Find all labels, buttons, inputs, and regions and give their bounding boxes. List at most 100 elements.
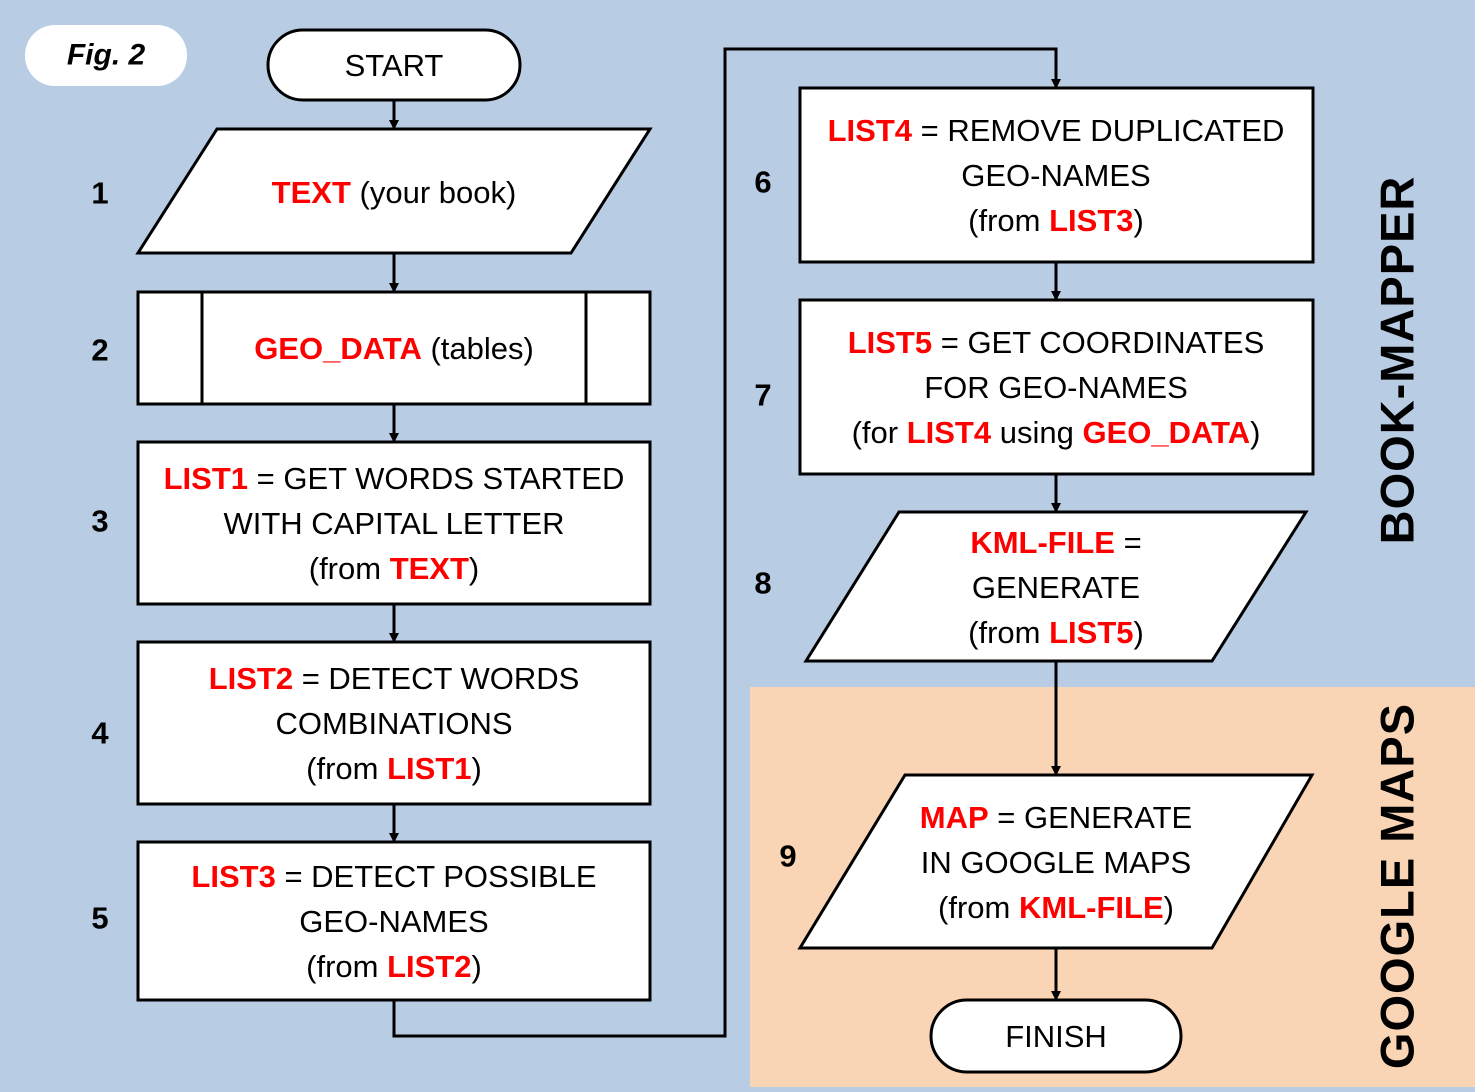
label-text: COMBINATIONS: [275, 706, 512, 741]
node-step3: LIST1 = GET WORDS STARTED WITH CAPITAL LE…: [91, 440, 652, 606]
step3-process-shape: [136, 440, 652, 606]
highlighted-term: LIST2: [387, 949, 471, 984]
step6-process-shape: [798, 86, 1315, 264]
step-number-6: 6: [754, 165, 771, 200]
step-number-5: 5: [91, 901, 108, 936]
step-number-9: 9: [779, 839, 796, 874]
label-text: ): [1250, 415, 1260, 450]
label-text: ): [1134, 615, 1144, 650]
highlighted-term: LIST5: [1049, 615, 1133, 650]
step5-label-line-3: (from LIST2): [306, 949, 482, 984]
label-text: START: [345, 48, 444, 83]
label-text: = GENERATE: [989, 800, 1193, 835]
step-number-2: 2: [91, 333, 108, 368]
label-text: (from: [306, 949, 387, 984]
step-number-7: 7: [754, 378, 771, 413]
step-number-4: 4: [91, 716, 109, 751]
node-step4: LIST2 = DETECT WORDS COMBINATIONS (from LI…: [91, 640, 652, 806]
label-text: = DETECT POSSIBLE: [276, 859, 597, 894]
label-text: (from: [309, 551, 390, 586]
step9-label-line-2: IN GOOGLE MAPS: [921, 845, 1191, 880]
step5-label-line-2: GEO-NAMES: [299, 904, 488, 939]
label-text: GEO-NAMES: [961, 158, 1150, 193]
step2-process-shape: [136, 290, 652, 406]
step6-label-line-1: LIST4 = REMOVE DUPLICATED: [828, 113, 1285, 148]
step5-process-shape: [136, 840, 652, 1002]
step9-label-line-1: MAP = GENERATE: [920, 800, 1192, 835]
step4-label-line-3: (from LIST1): [306, 751, 482, 786]
node-finish: FINISH: [929, 998, 1183, 1074]
step1-io-shape: [135, 127, 653, 255]
step4-process-shape: [136, 640, 652, 806]
label-text: (from: [306, 751, 387, 786]
highlighted-term: MAP: [920, 800, 989, 835]
finish-terminal-shape: [929, 998, 1183, 1074]
node-step6: LIST4 = REMOVE DUPLICATED GEO-NAMES (from …: [754, 86, 1315, 264]
step8-io-shape: [803, 510, 1309, 663]
label-text: IN GOOGLE MAPS: [921, 845, 1191, 880]
step7-label-line-3: (for LIST4 using GEO_DATA): [852, 415, 1261, 450]
label-text: (tables): [422, 331, 534, 366]
label-text: GEO-NAMES: [299, 904, 488, 939]
node-step8: KML-FILE = GENERATE (from LIST5) 8: [754, 510, 1309, 663]
step-number-1: 1: [91, 176, 108, 211]
book-mapper-label: BOOK-MAPPER: [1371, 176, 1424, 545]
finish-label-line-1: FINISH: [1005, 1019, 1107, 1054]
step4-label-line-1: LIST2 = DETECT WORDS: [209, 661, 580, 696]
label-text: (from: [938, 890, 1019, 925]
node-step7: LIST5 = GET COORDINATES FOR GEO-NAMES (for…: [754, 298, 1315, 476]
figure-label: Fig. 2: [67, 39, 146, 72]
highlighted-term: LIST4: [907, 415, 992, 450]
start-label-line-1: START: [345, 48, 444, 83]
step8-label-line-1: KML-FILE =: [970, 525, 1141, 560]
step4-label-line-2: COMBINATIONS: [275, 706, 512, 741]
google-maps-label: GOOGLE MAPS: [1371, 703, 1424, 1069]
label-text: ): [472, 949, 482, 984]
highlighted-term: LIST2: [209, 661, 293, 696]
flow-connectors: [389, 47, 1061, 1038]
node-step2: GEO_DATA (tables) 2: [91, 290, 652, 406]
label-text: ): [1134, 203, 1144, 238]
step3-label-line-3: (from TEXT): [309, 551, 480, 586]
label-text: (from: [968, 203, 1049, 238]
label-text: FOR GEO-NAMES: [924, 370, 1188, 405]
highlighted-term: KML-FILE: [970, 525, 1115, 560]
step5-label-line-1: LIST3 = DETECT POSSIBLE: [191, 859, 596, 894]
step7-label-line-1: LIST5 = GET COORDINATES: [848, 325, 1265, 360]
label-text: ): [1164, 890, 1174, 925]
label-text: = GET COORDINATES: [932, 325, 1264, 360]
node-start: START: [266, 28, 522, 102]
step6-label-line-2: GEO-NAMES: [961, 158, 1150, 193]
highlighted-term: LIST3: [1049, 203, 1133, 238]
step-number-3: 3: [91, 504, 108, 539]
node-step1: TEXT (your book) 1: [91, 127, 653, 255]
step3-label-line-1: LIST1 = GET WORDS STARTED: [164, 461, 625, 496]
connector-step5-to-step6: [392, 47, 1061, 1038]
highlighted-term: TEXT: [272, 175, 351, 210]
label-text: WITH CAPITAL LETTER: [223, 506, 564, 541]
step2-label-line-1: GEO_DATA (tables): [254, 331, 534, 366]
highlighted-term: KML-FILE: [1019, 890, 1164, 925]
label-text: using: [991, 415, 1082, 450]
step8-label-line-2: GENERATE: [972, 570, 1140, 605]
figure-label-badge: Fig. 2: [25, 25, 187, 86]
start-terminal-shape: [266, 28, 522, 102]
label-text: (your book): [351, 175, 516, 210]
step9-io-shape: [797, 773, 1315, 950]
step-number-8: 8: [754, 566, 771, 601]
label-text: (for: [852, 415, 907, 450]
step8-label-line-3: (from LIST5): [968, 615, 1144, 650]
step7-process-shape: [798, 298, 1315, 476]
highlighted-term: LIST4: [828, 113, 913, 148]
highlighted-term: LIST5: [848, 325, 932, 360]
label-text: ): [472, 751, 482, 786]
label-text: = GET WORDS STARTED: [248, 461, 624, 496]
highlighted-term: LIST3: [191, 859, 275, 894]
label-text: (from: [968, 615, 1049, 650]
label-text: = DETECT WORDS: [293, 661, 579, 696]
step6-label-line-3: (from LIST3): [968, 203, 1144, 238]
node-step9: MAP = GENERATE IN GOOGLE MAPS (from KML-FI…: [779, 773, 1315, 950]
